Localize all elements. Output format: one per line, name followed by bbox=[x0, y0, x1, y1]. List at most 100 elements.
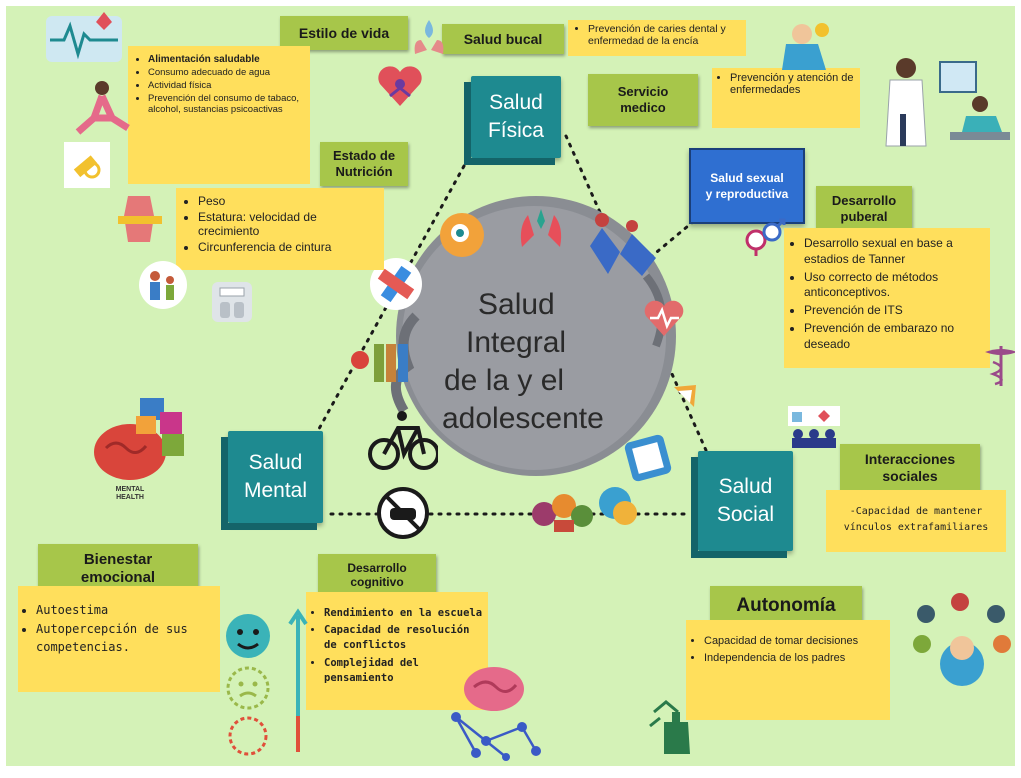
list-item: Prevención de ITS bbox=[804, 303, 984, 319]
yoga-person-icon bbox=[75, 81, 130, 135]
note-bienestar-emocional: Autoestima Autopercepción de sus compete… bbox=[18, 586, 220, 692]
head-gears-icon bbox=[440, 213, 484, 257]
list-item: Alimentación saludable bbox=[148, 54, 304, 65]
raised-hand-icon bbox=[649, 700, 690, 754]
center-title-line2: Integral bbox=[466, 326, 567, 359]
nutricion-label-line1: Estado de bbox=[332, 148, 396, 164]
list-item: Autopercepción de sus competencias. bbox=[36, 621, 216, 656]
apple-books-icon bbox=[351, 344, 408, 382]
list-item: Capacidad de resolución de conflictos bbox=[324, 623, 484, 653]
center-title-line1: Salud bbox=[478, 288, 555, 321]
list-item: Estatura: velocidad de crecimiento bbox=[198, 210, 378, 238]
node-fisica-line2: Física bbox=[487, 119, 544, 142]
center-circle-graphic bbox=[391, 196, 676, 476]
list-item: Rendimiento en la escuela bbox=[324, 606, 484, 621]
caduceus-icon bbox=[985, 346, 1015, 386]
tag-estilo-vida: Estilo de vida bbox=[280, 16, 408, 50]
node-social-line1: Salud bbox=[718, 474, 773, 498]
bicycle-icon bbox=[368, 411, 438, 470]
tag-salud-bucal: Salud bucal bbox=[442, 24, 564, 54]
center-title-line3: de la y el bbox=[444, 364, 565, 397]
brain-caption-line2: HEALTH bbox=[116, 493, 144, 501]
list-item: Peso bbox=[198, 194, 378, 208]
brain-caption-line1: MENTAL bbox=[115, 486, 145, 493]
list-item: Autoestima bbox=[36, 602, 216, 619]
interacciones-label-line1: Interacciones bbox=[864, 451, 956, 468]
salud-bucal-list: Prevención de caries dental y enfermedad… bbox=[572, 23, 742, 47]
node-mental-line2: Mental bbox=[243, 479, 308, 502]
note-servicio-medico: Prevención y atención de enfermedades bbox=[712, 68, 860, 128]
puberal-label-line2: puberal bbox=[840, 209, 888, 224]
brain-puzzle-icon bbox=[94, 398, 184, 480]
list-item: Capacidad de tomar decisiones bbox=[704, 634, 884, 649]
list-item: Circunferencia de cintura bbox=[198, 240, 378, 254]
note-autonomia: Capacidad de tomar decisiones Independen… bbox=[686, 620, 890, 720]
syringe-icon bbox=[64, 142, 110, 188]
list-item: Uso correcto de métodos anticonceptivos. bbox=[804, 270, 984, 302]
servicio-label-line1: Servicio bbox=[617, 84, 669, 100]
caring-hands-icon bbox=[520, 209, 562, 247]
servicio-medico-list: Prevención y atención de enfermedades bbox=[714, 72, 856, 96]
community-icon bbox=[788, 406, 840, 448]
nutricion-label-line2: Nutrición bbox=[335, 164, 393, 179]
bienestar-label-line2: emocional bbox=[80, 569, 156, 586]
tag-autonomia: Autonomía bbox=[710, 586, 862, 626]
bienestar-list: Autoestima Autopercepción de sus compete… bbox=[20, 602, 216, 656]
list-item: Prevención y atención de enfermedades bbox=[730, 72, 856, 96]
puberal-label-line1: Desarrollo bbox=[831, 193, 897, 209]
interacciones-text-line2: vínculos extrafamiliares bbox=[843, 522, 989, 533]
dentist-icon bbox=[782, 23, 829, 70]
note-estado-nutricion: Peso Estatura: velocidad de crecimiento … bbox=[176, 188, 384, 270]
waist-measure-icon bbox=[118, 196, 162, 242]
interacciones-label-line2: sociales bbox=[882, 468, 938, 484]
cognitivo-list: Rendimiento en la escuela Capacidad de r… bbox=[308, 606, 484, 686]
emotion-faces-icon bbox=[226, 608, 308, 756]
list-item: Prevención de embarazo no deseado bbox=[804, 321, 984, 353]
node-mental-line1: Salud bbox=[248, 450, 303, 474]
infographic: Salud Integral de la y el adolescente bbox=[6, 6, 1015, 766]
heartbeat-icon bbox=[644, 300, 684, 336]
brain-caption: MENTAL HEALTH bbox=[110, 486, 150, 501]
list-item: Complejidad del pensamiento bbox=[324, 656, 484, 686]
node-social-line2: Social bbox=[716, 503, 775, 526]
sticker-icon bbox=[674, 385, 696, 407]
weight-scale-icon bbox=[212, 282, 252, 322]
node-salud-sexual: Salud sexual y reproductiva bbox=[689, 148, 805, 224]
note-interacciones-sociales: -Capacidad de mantener vínculos extrafam… bbox=[826, 490, 1006, 552]
list-item: Prevención del consumo de tabaco, alcoho… bbox=[148, 93, 304, 115]
network-people-icon bbox=[913, 593, 1011, 686]
heart-monitor-icon bbox=[46, 12, 122, 62]
cognitivo-label-line2: cognitivo bbox=[350, 575, 404, 589]
estilo-vida-list: Alimentación saludable Consumo adecuado … bbox=[132, 54, 304, 115]
autonomia-list: Capacidad de tomar decisiones Independen… bbox=[688, 634, 884, 667]
tablet-icon bbox=[624, 434, 672, 482]
bienestar-label-line1: Bienestar bbox=[83, 551, 153, 568]
puberal-list: Desarrollo sexual en base a estadios de … bbox=[788, 236, 984, 353]
exercise-heart-icon bbox=[378, 66, 422, 106]
cognitivo-label-line1: Desarrollo bbox=[347, 560, 407, 575]
list-item: Desarrollo sexual en base a estadios de … bbox=[804, 236, 984, 268]
chat-bubbles-icon bbox=[599, 487, 637, 525]
note-salud-bucal: Prevención de caries dental y enfermedad… bbox=[568, 20, 746, 56]
note-estilo-vida: Alimentación saludable Consumo adecuado … bbox=[128, 46, 310, 184]
list-item: Actividad física bbox=[148, 80, 304, 91]
family-figures-icon bbox=[590, 213, 656, 276]
brain-network-icon bbox=[451, 667, 541, 761]
center-title: Salud Integral de la y el adolescente bbox=[436, 286, 636, 438]
list-item: Prevención de caries dental y enfermedad… bbox=[588, 23, 742, 47]
medical-cross-icon bbox=[370, 258, 422, 310]
node-sexual-line1: Salud sexual bbox=[710, 170, 784, 185]
servicio-label-line2: medico bbox=[620, 100, 666, 115]
center-title-line4: adolescente bbox=[442, 402, 604, 435]
node-sexual-line2: y reproductiva bbox=[705, 187, 789, 201]
nutricion-list: Peso Estatura: velocidad de crecimiento … bbox=[182, 194, 378, 254]
note-desarrollo-cognitivo: Rendimiento en la escuela Capacidad de r… bbox=[306, 592, 488, 710]
